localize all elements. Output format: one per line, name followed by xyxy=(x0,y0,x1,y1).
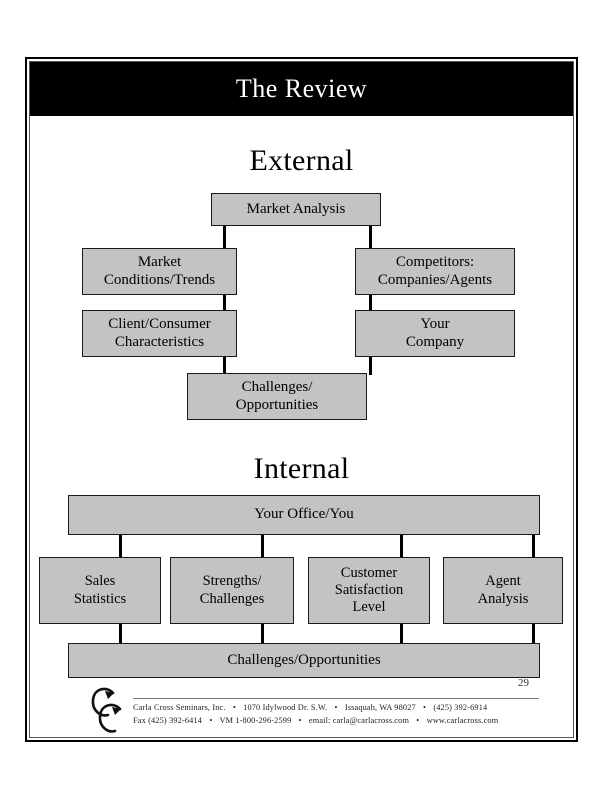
footer-contact-info: Carla Cross Seminars, Inc. • 1070 Idylwo… xyxy=(133,701,543,728)
connector-office-to-agent-analysis xyxy=(532,535,535,557)
connector-your-company-to-challenges xyxy=(369,357,372,375)
footer-divider xyxy=(133,698,539,699)
connector-sales-statistics-to-challenges xyxy=(119,624,122,644)
node-market-conditions-trends: Market Conditions/Trends xyxy=(82,248,237,295)
connector-competitors-to-your-company xyxy=(369,295,372,310)
footer-separator: • xyxy=(232,703,236,712)
footer-phone: (425) 392-6914 xyxy=(433,703,488,712)
footer-city-state-zip: Issaquah, WA 98027 xyxy=(344,703,416,712)
section-heading-external: External xyxy=(249,144,354,177)
connector-office-to-customer-satisfaction xyxy=(400,535,403,557)
node-competitors: Competitors: Companies/Agents xyxy=(355,248,515,295)
node-client-consumer-characteristics: Client/Consumer Characteristics xyxy=(82,310,237,357)
footer-email: email: carla@carlacross.com xyxy=(308,716,410,726)
connector-office-to-strengths-challenges xyxy=(261,535,264,557)
footer-separator: • xyxy=(334,703,338,712)
footer-separator: • xyxy=(416,716,420,726)
node-sales-statistics: Sales Statistics xyxy=(39,557,161,624)
connector-market-conditions-to-client-consumer xyxy=(223,295,226,310)
connector-agent-analysis-to-challenges xyxy=(532,624,535,644)
page-title: The Review xyxy=(235,74,368,103)
document-page: The Review External Market Analysis Mark… xyxy=(25,57,578,742)
footer-street: 1070 Idylwood Dr. S.W. xyxy=(243,703,328,712)
footer-line-2: Fax (425) 392-6414 • VM 1-800-296-2599 •… xyxy=(133,714,543,727)
node-strengths-challenges: Strengths/ Challenges xyxy=(170,557,294,624)
node-your-office-you: Your Office/You xyxy=(68,495,540,535)
footer-company: Carla Cross Seminars, Inc. xyxy=(133,703,226,712)
connector-office-to-sales-statistics xyxy=(119,535,122,557)
page-title-bar: The Review xyxy=(30,62,573,116)
page-footer: 29 Carla Cross Seminars, Inc. • 1070 Idy… xyxy=(30,662,573,742)
page-inner-border: The Review External Market Analysis Mark… xyxy=(29,61,574,738)
section-heading-internal: Internal xyxy=(253,452,350,485)
node-your-company: Your Company xyxy=(355,310,515,357)
footer-fax: Fax (425) 392-6414 xyxy=(133,716,203,726)
connector-market-analysis-to-market-conditions xyxy=(223,226,226,248)
node-customer-satisfaction-level: Customer Satisfaction Level xyxy=(308,557,430,624)
footer-website: www.carlacross.com xyxy=(426,716,499,726)
carla-cross-logo-icon xyxy=(87,684,135,734)
footer-voicemail: VM 1-800-296-2599 xyxy=(219,716,292,726)
footer-separator: • xyxy=(298,716,302,726)
connector-market-analysis-to-competitors xyxy=(369,226,372,248)
node-external-challenges-opportunities: Challenges/ Opportunities xyxy=(187,373,367,420)
footer-separator: • xyxy=(423,703,427,712)
node-internal-challenges-opportunities: Challenges/Opportunities xyxy=(68,643,540,678)
page-number: 29 xyxy=(518,677,529,689)
connector-customer-satisfaction-to-challenges xyxy=(400,624,403,644)
connector-client-consumer-to-challenges xyxy=(223,357,226,375)
node-market-analysis: Market Analysis xyxy=(211,193,381,226)
node-agent-analysis: Agent Analysis xyxy=(443,557,563,624)
footer-line-1: Carla Cross Seminars, Inc. • 1070 Idylwo… xyxy=(133,701,543,714)
footer-separator: • xyxy=(209,716,213,726)
connector-strengths-challenges-to-challenges xyxy=(261,624,264,644)
